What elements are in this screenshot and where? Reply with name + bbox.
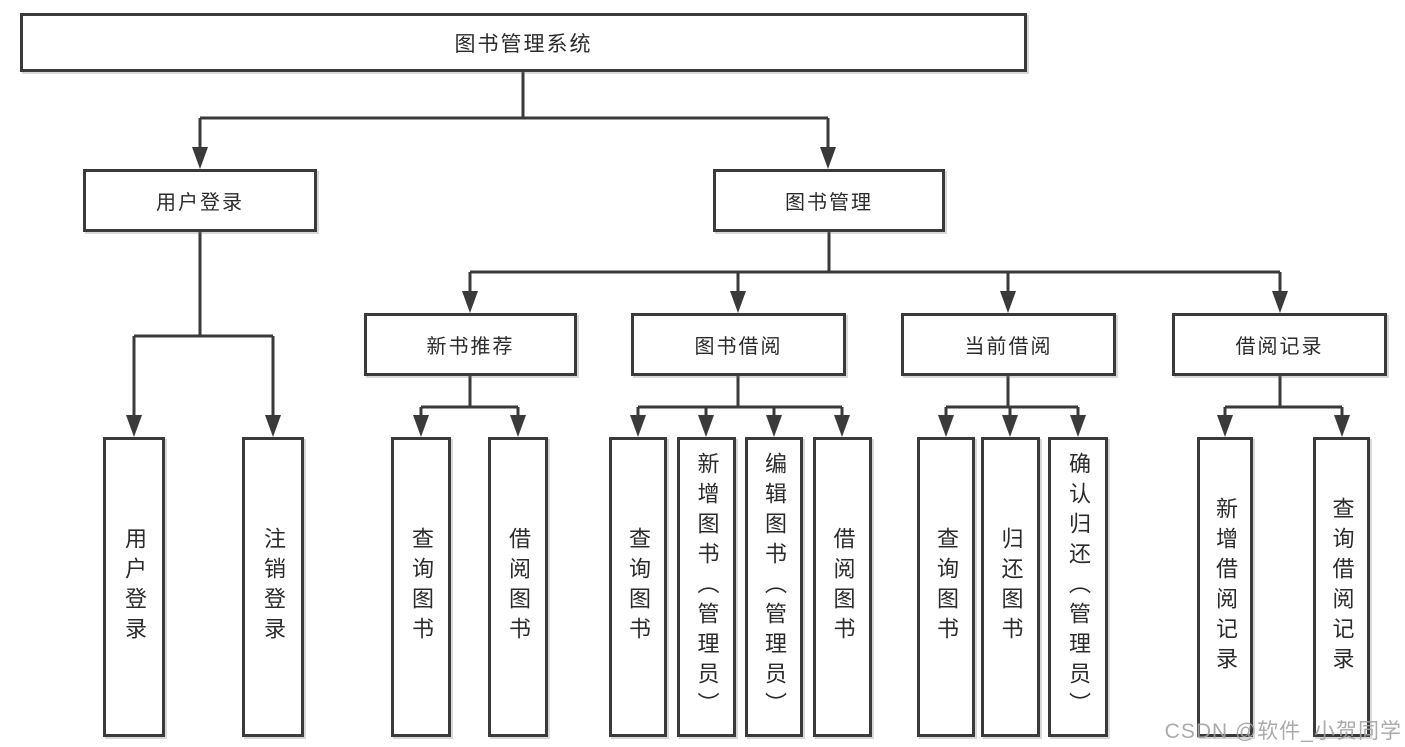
leaf-search-books: 查询图书: [391, 437, 451, 737]
leaf-add-borrow-record: 新增借阅记录: [1197, 437, 1253, 737]
arrow-down-icon: [766, 415, 782, 437]
arrow-down-icon: [1000, 291, 1016, 313]
leaf-label: 查询图书: [409, 527, 434, 647]
leaf-label: 借阅图书: [506, 527, 531, 647]
leaf-label: 借阅图书: [830, 527, 856, 647]
watermark: CSDN @软件_小贺同学: [1164, 720, 1402, 743]
leaf-label: 确认归还（管理员）: [1066, 452, 1091, 722]
leaf-borrow-books: 借阅图书: [813, 437, 872, 737]
arrow-down-icon: [265, 415, 281, 437]
arrow-down-icon: [126, 415, 142, 437]
arrow-down-icon: [630, 415, 646, 437]
leaf-confirm-return-admin: 确认归还（管理员）: [1048, 437, 1108, 737]
leaf-label: 查询图书: [626, 527, 651, 647]
leaf-search-borrow-record: 查询借阅记录: [1313, 437, 1370, 737]
leaf-borrow-books: 借阅图书: [488, 437, 548, 737]
arrow-down-icon: [698, 415, 714, 437]
leaf-label: 新增图书（管理员）: [694, 452, 720, 722]
node-book-management: 图书管理: [713, 169, 945, 232]
node-library-system: 图书管理系统: [20, 13, 1027, 72]
arrow-down-icon: [510, 415, 526, 437]
arrow-down-icon: [1002, 415, 1018, 437]
leaf-label: 用户登录: [122, 527, 147, 647]
leaf-label: 注销登录: [261, 527, 286, 647]
arrow-down-icon: [1334, 415, 1350, 437]
leaf-search-books: 查询图书: [609, 437, 667, 737]
arrow-down-icon: [834, 415, 850, 437]
leaf-label: 查询借阅记录: [1329, 497, 1355, 677]
arrow-down-icon: [462, 291, 478, 313]
arrow-down-icon: [820, 147, 836, 169]
arrow-down-icon: [1217, 415, 1233, 437]
node-user-login: 用户登录: [83, 169, 317, 232]
node-borrowing-records: 借阅记录: [1172, 313, 1387, 376]
leaf-search-books: 查询图书: [917, 437, 975, 737]
arrow-down-icon: [1272, 291, 1288, 313]
arrow-down-icon: [192, 147, 208, 169]
leaf-add-books-admin: 新增图书（管理员）: [677, 437, 736, 737]
leaf-label: 归还图书: [998, 527, 1024, 647]
arrow-down-icon: [1070, 415, 1086, 437]
node-current-borrowing: 当前借阅: [901, 313, 1116, 376]
arrow-down-icon: [938, 415, 954, 437]
leaf-label: 新增借阅记录: [1213, 497, 1238, 677]
node-new-book-recommend: 新书推荐: [364, 313, 577, 376]
leaf-logout: 注销登录: [242, 437, 304, 737]
node-book-borrowing: 图书借阅: [631, 313, 846, 376]
leaf-label: 编辑图书（管理员）: [762, 452, 787, 722]
leaf-label: 查询图书: [934, 527, 959, 647]
leaf-user-login: 用户登录: [103, 437, 165, 737]
arrow-down-icon: [730, 291, 746, 313]
arrow-down-icon: [413, 415, 429, 437]
leaf-edit-books-admin: 编辑图书（管理员）: [745, 437, 803, 737]
leaf-return-books: 归还图书: [981, 437, 1040, 737]
